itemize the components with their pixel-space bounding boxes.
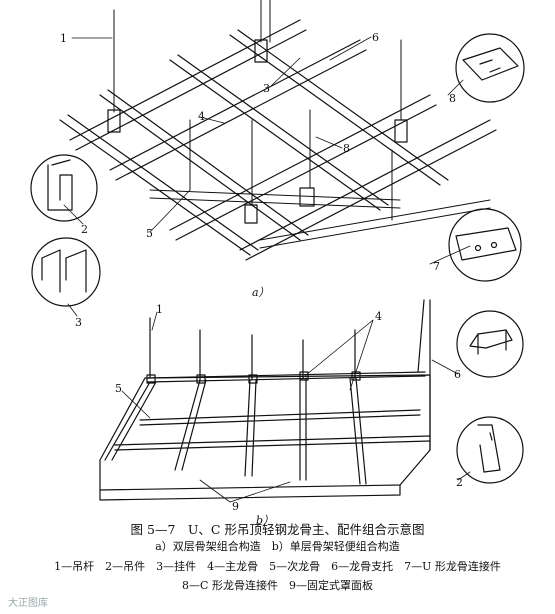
callout-a-8: 8 [449, 92, 456, 105]
legend-line-1: 1—吊杆 2—吊件 3—挂件 4—主龙骨 5—次龙骨 6—龙骨支托 7—U 形龙… [54, 560, 501, 573]
watermark: 大正图库 [8, 598, 48, 609]
panel-a-leader-lines [63, 36, 471, 317]
callout-b-9: 9 [232, 500, 239, 513]
callout-a-4: 4 [198, 110, 205, 123]
detail-3-clip [31, 237, 101, 307]
detail-7-u-connector [448, 208, 522, 282]
panel-b-framework [99, 299, 431, 501]
figure-title: 图 5—7 U、C 形吊顶轻钢龙骨主、配件组合示意图 [130, 522, 425, 537]
detail-2-hanger [30, 154, 98, 222]
panel-a-caption: a） [252, 286, 270, 299]
figure-subtitle: a）双层骨架组合构造 b）单层骨架轻便组合构造 [155, 540, 400, 553]
callout-a-2: 2 [81, 223, 88, 236]
panel-a-hanger-rods [113, 0, 402, 221]
callout-a-5: 5 [146, 227, 153, 240]
legend-line-2: 8—C 形龙骨连接件 9—固定式罩面板 [182, 579, 373, 592]
detail-2b-hanger [456, 416, 524, 484]
panel-b-caption: b） [256, 514, 274, 527]
callout-a-3b: 3 [263, 82, 270, 95]
callout-a-7: 7 [433, 260, 440, 273]
callout-a-3: 3 [75, 316, 82, 329]
panel-b-leader-lines [121, 311, 471, 503]
callout-b-2: 2 [456, 476, 463, 489]
callout-b-6: 6 [454, 368, 461, 381]
detail-6-support [456, 310, 524, 378]
panel-a-framework [59, 19, 497, 261]
callout-a-6: 6 [372, 31, 379, 44]
panel-a-callouts: 1 2 3 4 5 6 7 8 3 8 a） [60, 31, 456, 329]
panel-b-callouts: 1 4 5 6 2 9 b） [115, 303, 463, 527]
callout-b-5: 5 [115, 382, 122, 395]
detail-8-c-connector [455, 33, 525, 103]
callout-b-4: 4 [375, 310, 382, 323]
callout-a-8b: 8 [343, 142, 350, 155]
callout-a-1: 1 [60, 32, 67, 45]
callout-b-1: 1 [156, 303, 163, 316]
